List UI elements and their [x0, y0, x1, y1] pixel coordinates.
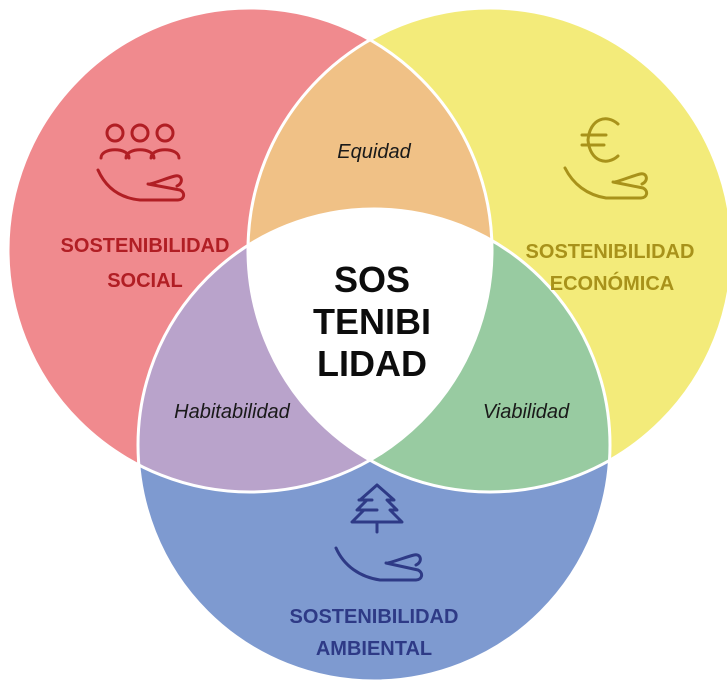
- label-habitabilidad: Habitabilidad: [174, 401, 291, 423]
- title-economica-line-2: ECONÓMICA: [550, 271, 674, 295]
- title-economica: SOSTENIBILIDAD ECONÓMICA: [526, 241, 695, 295]
- center-line-3: LIDAD: [317, 343, 427, 384]
- label-viabilidad: Viabilidad: [483, 401, 570, 423]
- title-ambiental-line-1: SOSTENIBILIDAD: [290, 606, 459, 628]
- center-line-1: SOS: [334, 259, 410, 300]
- people-hand-icon: [96, 123, 186, 202]
- title-ambiental: SOSTENIBILIDAD AMBIENTAL: [290, 606, 459, 660]
- title-ambiental-line-2: AMBIENTAL: [316, 638, 432, 660]
- title-social: SOSTENIBILIDAD SOCIAL: [61, 235, 230, 292]
- center-line-2: TENIBI: [313, 301, 431, 342]
- center-title: SOS TENIBI LIDAD: [313, 259, 431, 384]
- title-social-line-1: SOSTENIBILIDAD: [61, 235, 230, 257]
- euro-hand-icon: [563, 117, 649, 200]
- title-economica-line-1: SOSTENIBILIDAD: [526, 241, 695, 263]
- title-social-line-2: SOCIAL: [107, 270, 183, 292]
- label-equidad: Equidad: [337, 141, 411, 163]
- trees-hand-icon: [334, 483, 424, 582]
